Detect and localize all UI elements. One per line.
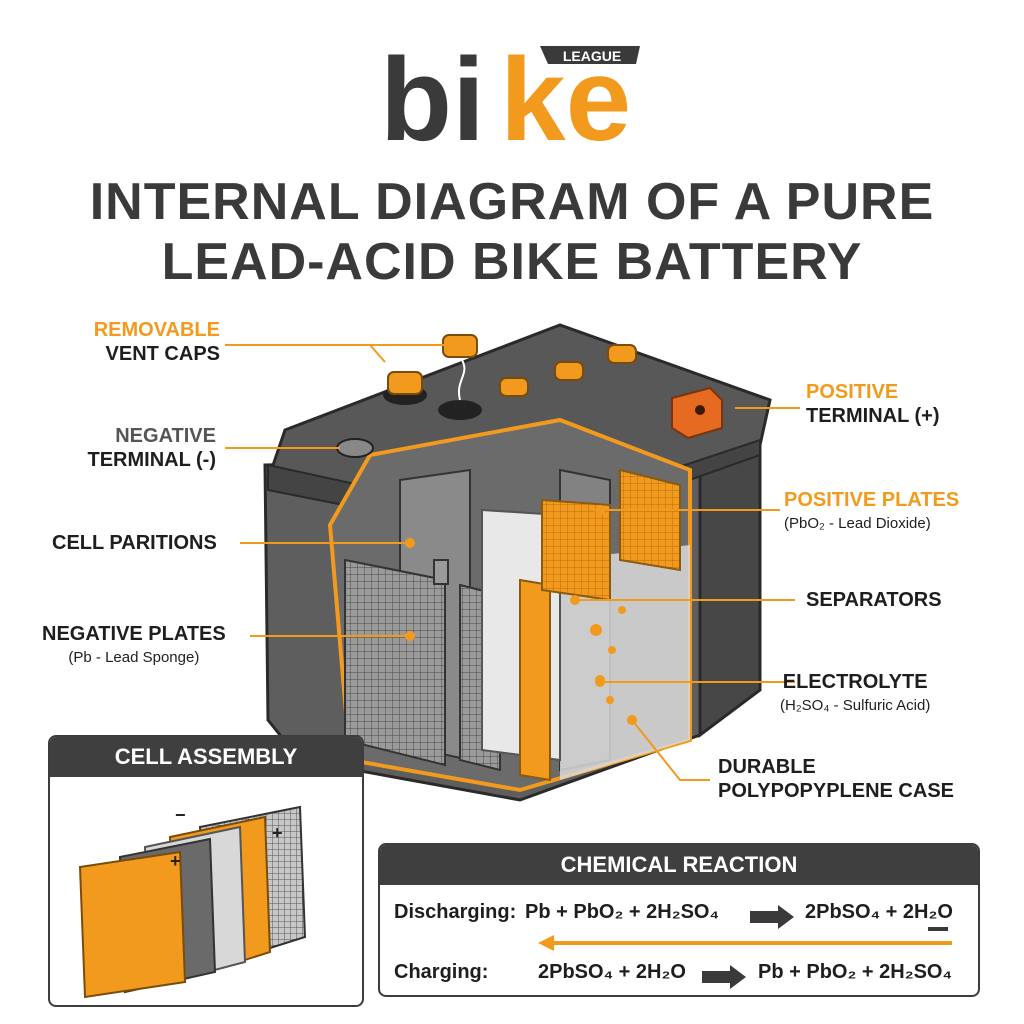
label-positive-plates-line2: (PbO₂ - Lead Dioxide) (784, 515, 931, 532)
label-case-line1: DURABLE (718, 756, 816, 778)
positive-plate (519, 578, 551, 782)
positive-plate (619, 468, 681, 572)
bike-league-logo: bi ke LEAGUE (0, 34, 1024, 166)
cell-assembly-illustration: + − + (78, 805, 307, 999)
label-case: DURABLE POLYPOPYPLENE CASE (718, 755, 954, 803)
page-title-line2: LEAD-ACID BIKE BATTERY (161, 233, 863, 291)
negative-terminal (336, 438, 374, 458)
label-electrolyte: ELECTROLYTE (H₂SO₄ - Sulfuric Acid) (780, 670, 930, 718)
discharge-arrow-icon (750, 905, 794, 929)
discharging-reactants: Pb + PbO₂ + 2H₂SO₄ (525, 901, 720, 923)
label-negative-plates-line1: NEGATIVE PLATES (42, 623, 226, 645)
label-positive-terminal-line1: POSITIVE (806, 381, 899, 403)
label-negative-terminal: NEGATIVE TERMINAL (-) (30, 424, 217, 472)
cell-assembly-title: CELL ASSEMBLY (50, 737, 362, 777)
electrolyte (560, 545, 690, 780)
page-title-line1: INTERNAL DIAGRAM OF A PURE (89, 173, 935, 231)
label-negative-plates: NEGATIVE PLATES (Pb - Lead Sponge) (42, 622, 226, 670)
charge-arrow-icon (702, 965, 746, 989)
charging-reactants: 2PbSO₄ + 2H₂O (538, 961, 686, 983)
label-vent-caps-line1: REMOVABLE (93, 319, 220, 341)
logo-tag-bg (540, 46, 640, 64)
label-cell-partitions: CELL PARITIONS (52, 532, 217, 554)
label-positive-plates-line1: POSITIVE PLATES (784, 489, 960, 511)
leader-lines (225, 344, 800, 781)
reverse-arrow-icon (538, 935, 554, 951)
vent-cap (442, 334, 478, 358)
label-negative-terminal-line2: TERMINAL (-) (87, 449, 217, 471)
vent-cap (554, 361, 584, 381)
label-positive-terminal: POSITIVE TERMINAL (+) (806, 380, 940, 428)
svg-text:−: − (175, 805, 186, 825)
label-vent-caps-line2: VENT CAPS (105, 343, 220, 365)
vent-cap (499, 377, 529, 397)
label-positive-terminal-line2: TERMINAL (+) (806, 405, 940, 427)
charging-label: Charging: (394, 961, 489, 983)
discharging-label: Discharging: (394, 901, 517, 923)
label-electrolyte-line2: (H₂SO₄ - Sulfuric Acid) (780, 697, 931, 714)
label-case-line2: POLYPOPYPLENE CASE (718, 780, 954, 802)
label-positive-plates: POSITIVE PLATES (PbO₂ - Lead Dioxide) (784, 488, 959, 536)
positive-plate (541, 498, 611, 602)
logo-word-left: bi (380, 40, 485, 150)
positive-terminal (671, 386, 723, 440)
label-negative-terminal-line1: NEGATIVE (115, 425, 216, 447)
vent-cap (607, 344, 637, 364)
assembly-plate (78, 850, 187, 999)
svg-text:+: + (170, 851, 181, 871)
cell-assembly-panel: CELL ASSEMBLY + − + (48, 735, 364, 1007)
label-negative-plates-line2: (Pb - Lead Sponge) (68, 649, 200, 666)
chemical-reaction-panel: CHEMICAL REACTION Discharging: Pb + PbO₂… (378, 843, 980, 997)
cutaway-interior (327, 417, 692, 793)
label-electrolyte-line1: ELECTROLYTE (782, 671, 928, 693)
svg-text:+: + (272, 823, 283, 843)
reaction-arrows (538, 905, 952, 989)
chemical-reaction-title: CHEMICAL REACTION (380, 845, 978, 885)
charging-products: Pb + PbO₂ + 2H₂SO₄ (758, 961, 953, 983)
label-separators: SEPARATORS (806, 589, 942, 611)
negative-plate (344, 558, 446, 767)
vent-cap (387, 371, 423, 395)
label-vent-caps: REMOVABLE VENT CAPS (40, 318, 220, 366)
logo-tag: LEAGUE (563, 48, 621, 64)
discharging-products: 2PbSO₄ + 2H₂O (805, 901, 953, 923)
vent-caps (383, 334, 637, 420)
